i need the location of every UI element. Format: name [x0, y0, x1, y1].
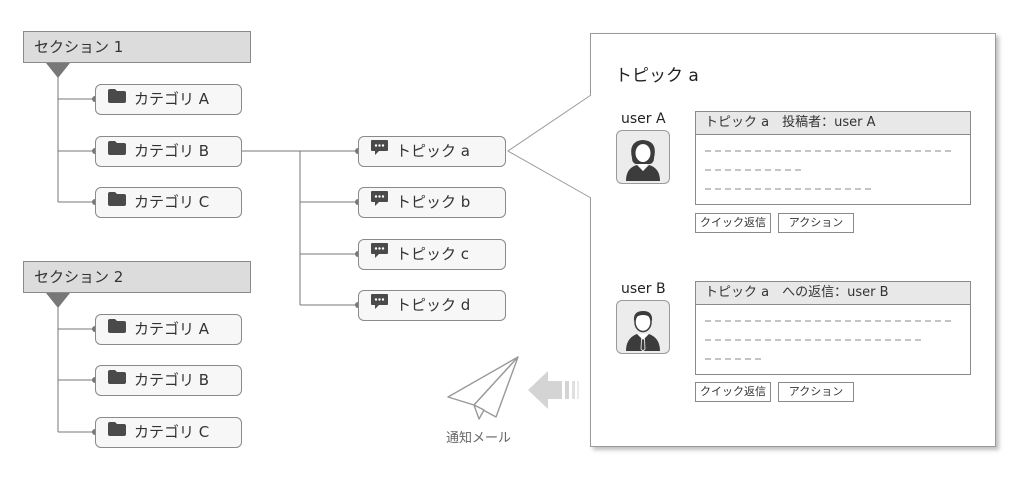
section-header[interactable]: セクション 1: [23, 31, 251, 63]
quick-reply-button[interactable]: クイック返信: [695, 213, 771, 233]
user-name: user B: [621, 281, 666, 297]
chat-bubble-icon: [371, 290, 388, 319]
text-placeholder-line: [705, 320, 951, 322]
topic-node[interactable]: トピック b: [358, 187, 506, 218]
chat-bubble-icon: [371, 239, 388, 268]
topic-node[interactable]: トピック a: [358, 136, 506, 167]
paper-plane-icon: [446, 355, 522, 427]
topic-label: トピック d: [396, 296, 471, 314]
topic-label: トピック a: [396, 142, 470, 160]
category-label: カテゴリ A: [134, 320, 210, 338]
category-node[interactable]: カテゴリ C: [95, 417, 242, 448]
section-header[interactable]: セクション 2: [23, 261, 251, 293]
folder-icon: [108, 84, 126, 113]
topic-node[interactable]: トピック c: [358, 239, 506, 270]
section-1-toggle-icon: [46, 63, 70, 78]
category-node[interactable]: カテゴリ B: [95, 365, 242, 396]
category-label: カテゴリ B: [134, 142, 210, 160]
male-user-icon: [616, 300, 670, 354]
action-button[interactable]: アクション: [778, 213, 854, 233]
text-placeholder-line: [705, 339, 921, 341]
quick-reply-button[interactable]: クイック返信: [695, 382, 771, 402]
folder-icon: [108, 136, 126, 165]
category-label: カテゴリ C: [134, 193, 210, 211]
chat-bubble-icon: [371, 136, 388, 165]
post-card: トピック a への返信：user B: [695, 281, 971, 375]
category-node[interactable]: カテゴリ A: [95, 314, 242, 345]
topic-detail-panel: [590, 33, 996, 447]
panel-title: トピック a: [615, 66, 699, 86]
post-card: トピック a 投稿者：user A: [695, 111, 971, 205]
folder-icon: [108, 187, 126, 216]
post-header: トピック a 投稿者：user A: [696, 112, 970, 135]
topic-node[interactable]: トピック d: [358, 290, 506, 321]
category-label: カテゴリ B: [134, 371, 210, 389]
text-placeholder-line: [705, 150, 951, 152]
left-arrow-icon: [528, 368, 580, 416]
female-user-icon: [616, 130, 670, 184]
category-label: カテゴリ A: [134, 90, 210, 108]
section-2-toggle-icon: [46, 293, 70, 308]
section-title: セクション 1: [34, 38, 124, 56]
folder-icon: [108, 365, 126, 394]
folder-icon: [108, 314, 126, 343]
text-placeholder-line: [705, 188, 871, 190]
notification-mail-label: 通知メール: [446, 431, 512, 446]
user-name: user A: [621, 111, 666, 127]
topic-label: トピック b: [396, 193, 471, 211]
category-node[interactable]: カテゴリ B: [95, 136, 242, 167]
text-placeholder-line: [705, 358, 761, 360]
text-placeholder-line: [705, 169, 801, 171]
category-node[interactable]: カテゴリ A: [95, 84, 242, 115]
section-title: セクション 2: [34, 268, 124, 286]
category-node[interactable]: カテゴリ C: [95, 187, 242, 218]
post-header: トピック a への返信：user B: [696, 282, 970, 305]
chat-bubble-icon: [371, 187, 388, 216]
category-label: カテゴリ C: [134, 423, 210, 441]
topic-label: トピック c: [396, 245, 470, 263]
folder-icon: [108, 417, 126, 446]
action-button[interactable]: アクション: [778, 382, 854, 402]
